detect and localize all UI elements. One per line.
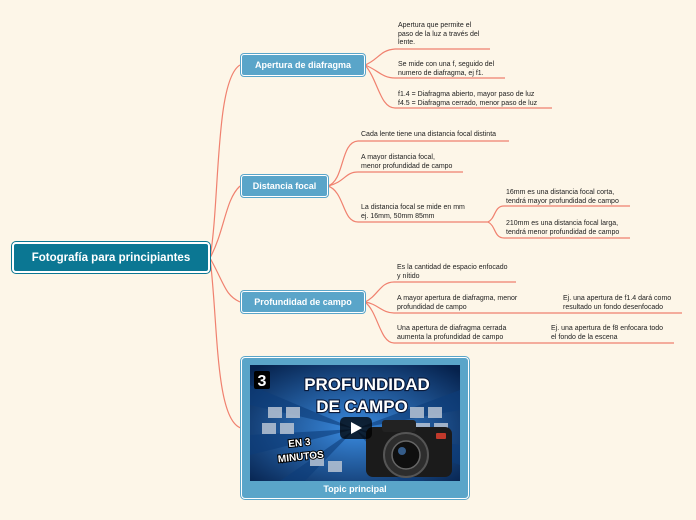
- note-focal-measure[interactable]: La distancia focal se mide en mm ej. 16m…: [361, 204, 465, 220]
- connector-focal-3: [327, 185, 488, 223]
- note-depth-aperture-open[interactable]: A mayor apertura de diafragma, menor pro…: [397, 295, 518, 311]
- connector-focal-sub-1: [487, 205, 630, 223]
- note-focal-210mm[interactable]: 210mm es una distancia focal larga, tend…: [506, 220, 620, 236]
- thumbnail-art: 3 PROFUNDIDAD DE CAMPO EN 3 MINUTOS: [250, 365, 460, 481]
- note-aperture-examples[interactable]: f1.4 = Diafragma abierto, mayor paso de …: [398, 91, 538, 107]
- video-number: 3: [258, 373, 267, 390]
- connector-aperture-3: [364, 64, 552, 109]
- branch-profundidad-de-campo[interactable]: Profundidad de campo: [241, 291, 365, 313]
- video-title-line1: PROFUNDIDAD: [304, 375, 430, 394]
- video-topic-card[interactable]: 3 PROFUNDIDAD DE CAMPO EN 3 MINUTOS: [241, 357, 469, 499]
- video-title-line2: DE CAMPO: [316, 397, 408, 416]
- video-badge-line1: EN 3: [288, 437, 312, 450]
- note-depth-aperture-closed[interactable]: Una apertura de diafragma cerrada aument…: [397, 325, 507, 341]
- note-aperture-measure[interactable]: Se mide con una f, seguido del numero de…: [398, 61, 495, 77]
- connector-root-focal: [209, 185, 241, 259]
- video-caption: Topic principal: [323, 484, 387, 494]
- connector-root-depth: [209, 257, 241, 303]
- connector-focal-2: [327, 171, 463, 187]
- note-depth-f8-example[interactable]: Ej. una apertura de f8 enfocara todo el …: [551, 325, 664, 341]
- video-thumbnail[interactable]: 3 PROFUNDIDAD DE CAMPO EN 3 MINUTOS: [250, 365, 460, 481]
- note-aperture-definition[interactable]: Apertura que permite el paso de la luz a…: [398, 22, 480, 46]
- branch-apertura-de-diafragma[interactable]: Apertura de diafragma: [241, 54, 365, 76]
- connector-depth-3: [364, 301, 548, 344]
- note-focal-16mm[interactable]: 16mm es una distancia focal corta, tendr…: [506, 189, 619, 205]
- connector-focal-sub-2: [487, 221, 630, 239]
- camera-icon: [366, 420, 452, 478]
- connector-focal-1: [327, 140, 509, 187]
- connector-depth-2: [364, 301, 560, 314]
- connector-depth-1: [364, 281, 516, 303]
- connector-root-video: [209, 257, 242, 429]
- branch-distancia-focal[interactable]: Distancia focal: [241, 175, 328, 197]
- note-depth-definition[interactable]: Es la cantidad de espacio enfocado y nít…: [397, 264, 508, 280]
- connector-aperture-2: [364, 64, 505, 79]
- connector-aperture-1: [364, 48, 490, 66]
- note-depth-f14-example[interactable]: Ej. una apertura de f1.4 dará como resul…: [563, 295, 672, 311]
- root-topic[interactable]: Fotografía para principiantes: [12, 242, 210, 273]
- connector-root-aperture: [209, 64, 241, 259]
- note-focal-each-lens[interactable]: Cada lente tiene una distancia focal dis…: [361, 131, 497, 138]
- note-focal-greater[interactable]: A mayor distancia focal, menor profundid…: [361, 154, 453, 170]
- play-icon: [340, 417, 372, 439]
